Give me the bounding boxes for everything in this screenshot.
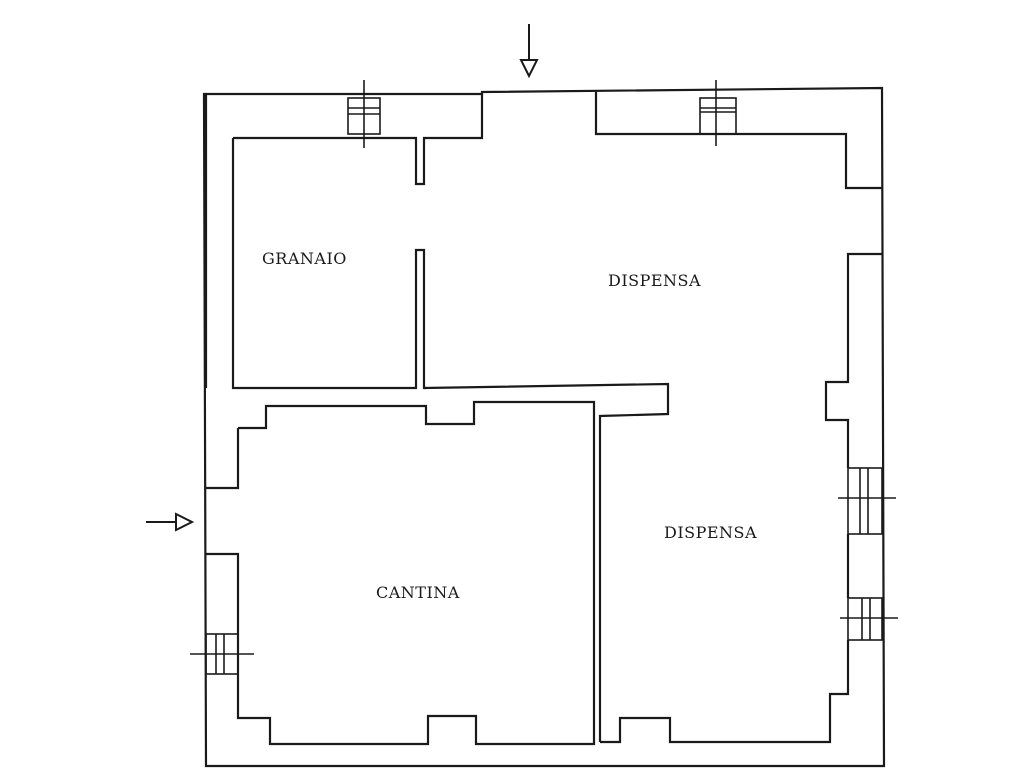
right-wall-segment — [824, 252, 882, 468]
label-dispensa-right: DISPENSA — [664, 523, 757, 542]
outer-wall — [202, 86, 886, 768]
window-left — [190, 633, 254, 675]
cantina-left-wall — [206, 428, 240, 490]
right-wall-lower — [600, 534, 850, 744]
window-frame — [847, 467, 883, 535]
window-top-left — [347, 80, 381, 148]
label-granaio: GRANAIO — [262, 249, 347, 268]
label-cantina: CANTINA — [376, 583, 460, 602]
dispensa-upper-room — [423, 92, 882, 742]
arrow-down-head — [519, 59, 539, 79]
right-side-walls — [600, 252, 882, 744]
arrow-right-head — [175, 512, 195, 532]
outer-wall-outline — [202, 86, 886, 768]
granaio-room — [231, 94, 484, 390]
granaio-top-wall — [233, 94, 484, 186]
cantina-room — [204, 94, 596, 746]
window-top-right — [699, 80, 737, 146]
arrow-down-icon — [519, 24, 539, 79]
window-right-upper — [838, 467, 896, 535]
label-dispensa-top: DISPENSA — [608, 271, 701, 290]
window-right-lower — [840, 597, 898, 641]
dispensa-upper-lower-wall — [423, 382, 670, 742]
window-frame — [699, 97, 737, 135]
cantina-walls — [206, 400, 596, 746]
dispensa-upper-walls — [594, 92, 882, 190]
window-frame — [847, 597, 883, 641]
arrow-right-icon — [146, 512, 195, 532]
